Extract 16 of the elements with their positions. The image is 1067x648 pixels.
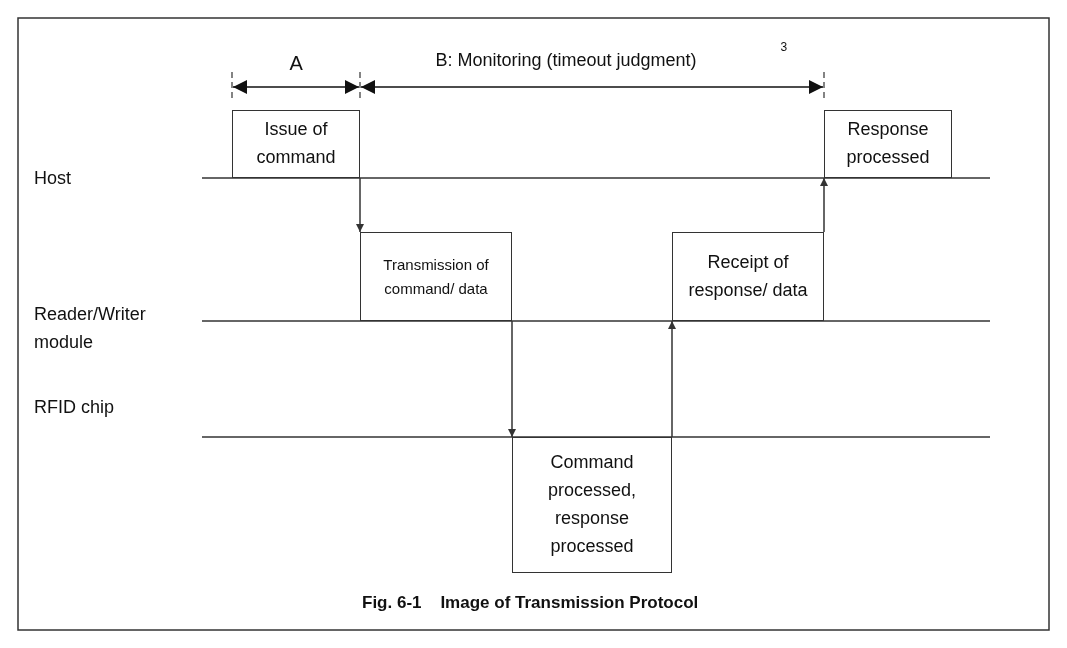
lane-label: RFID chip xyxy=(34,397,114,418)
lane-label: Reader/Writer module xyxy=(34,303,147,354)
process-box: Response processed xyxy=(824,110,952,178)
arrow xyxy=(508,320,516,438)
arrow xyxy=(668,320,676,438)
arrow xyxy=(820,177,828,233)
figure-caption: Fig. 6-1 Image of Transmission Protocol xyxy=(362,593,699,613)
process-box: Receipt of response/ data xyxy=(672,232,824,321)
process-box: Transmission of command/ data xyxy=(360,232,512,321)
process-box: Issue of command xyxy=(232,110,360,178)
arrow xyxy=(356,177,364,233)
process-box: Command processed, response processed xyxy=(512,437,672,573)
dimension-label: B: Monitoring (timeout judgment) xyxy=(435,50,697,71)
dimension-label: A xyxy=(289,52,303,75)
lane-label: Host xyxy=(34,168,71,189)
footnote-number: 3 xyxy=(780,40,788,54)
